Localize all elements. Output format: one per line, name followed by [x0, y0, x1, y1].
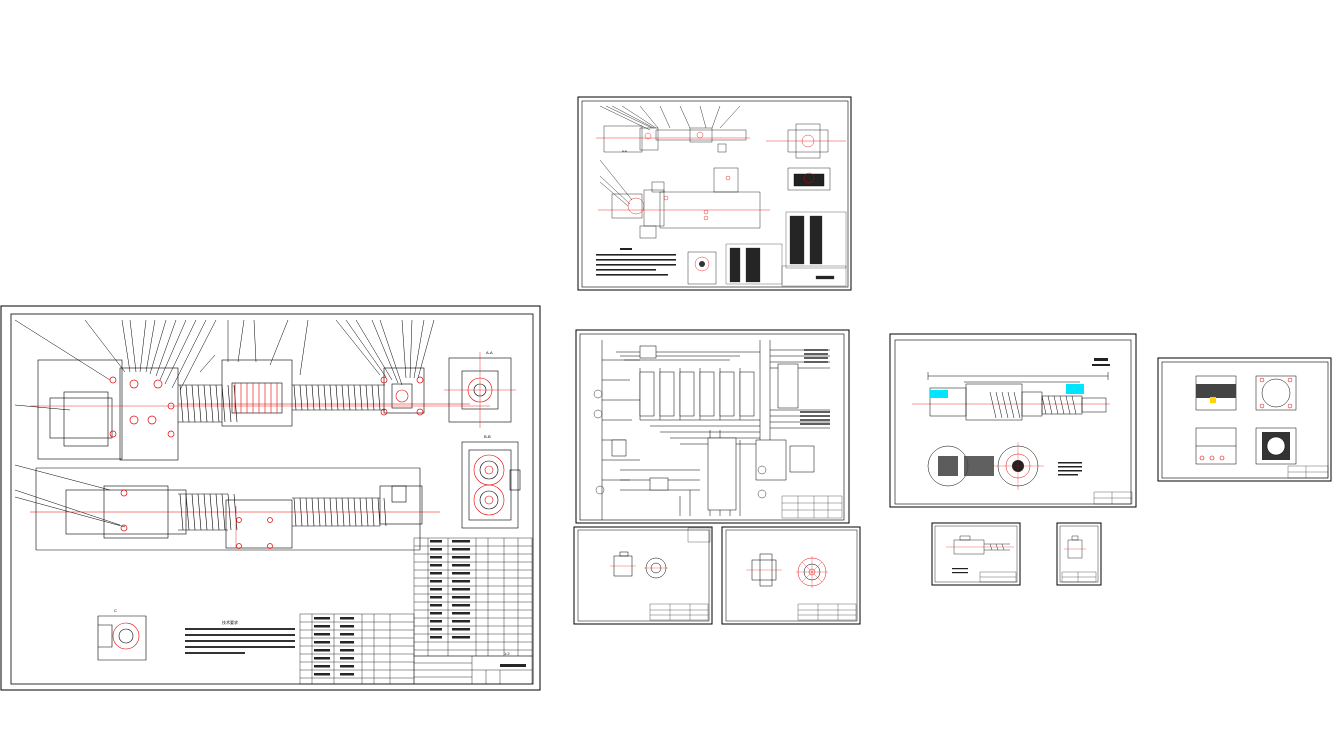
part-b-title-block: [797, 603, 857, 621]
schematic-ics: [611, 345, 815, 511]
housing-part-drawing[interactable]: [1157, 357, 1332, 482]
part-a-title-block: [649, 527, 711, 621]
small-assembly-front-view: A-A: [598, 149, 770, 239]
housing-title-block: [1287, 465, 1329, 479]
technical-notes: 技术要求: [185, 619, 295, 654]
part-drawing-tiny-b[interactable]: [1056, 522, 1102, 586]
shaft-sections: [927, 442, 1044, 490]
part-drawing-small-b[interactable]: [721, 526, 861, 625]
svg-text:技术要求: 技术要求: [222, 619, 238, 625]
shaft-profile: [912, 372, 1110, 421]
red-markers-top: [109, 376, 424, 438]
shaft-part-drawing[interactable]: [889, 333, 1137, 508]
small-assembly-side-view: [766, 123, 846, 191]
parts-list-table: [299, 537, 533, 685]
small-assembly-notes: [596, 248, 676, 276]
section-view-b: B-B: [461, 434, 521, 529]
schematic-drawing[interactable]: [575, 329, 850, 524]
small-assembly-detail: [687, 251, 717, 285]
part-drawing-tiny-a[interactable]: [931, 522, 1021, 586]
housing-markers: [1199, 455, 1225, 461]
tiny-b-title-block: [1061, 571, 1097, 583]
shaft-notes: [1058, 358, 1110, 476]
shaft-highlights: [930, 384, 1084, 398]
tiny-a-view: [946, 535, 1014, 555]
tiny-a-title-block: [952, 568, 1017, 583]
housing-highlights: [1210, 397, 1216, 403]
parts-list-fill: [314, 540, 526, 676]
detail-view-c: C: [97, 608, 147, 661]
part-drawing-small-a[interactable]: [573, 526, 713, 625]
svg-text:C: C: [114, 608, 117, 613]
main-assembly-drawing[interactable]: A-A B-B: [0, 305, 541, 691]
schematic-components: [593, 349, 830, 499]
front-view: [30, 467, 440, 551]
small-assembly-parts-list: [725, 211, 847, 287]
part-a-views: [610, 551, 668, 579]
housing-views: [1195, 375, 1297, 465]
red-markers-front: [120, 489, 273, 549]
assembly-drawing-small[interactable]: A-A: [577, 96, 852, 291]
schematic-title-block: [781, 495, 843, 519]
svg-text:A-A: A-A: [622, 149, 627, 153]
small-assembly-top-view: [596, 105, 750, 153]
section-view-a: A-A: [444, 350, 516, 428]
svg-text:A-A: A-A: [486, 350, 493, 355]
scale-label: 1:2: [504, 651, 510, 656]
tiny-b-view: [1064, 535, 1086, 559]
top-view: [30, 359, 490, 461]
part-b-views: [746, 553, 828, 588]
svg-text:B-B: B-B: [484, 434, 491, 439]
shaft-title-block: [1093, 491, 1133, 505]
balloon-leaders: [14, 319, 435, 528]
